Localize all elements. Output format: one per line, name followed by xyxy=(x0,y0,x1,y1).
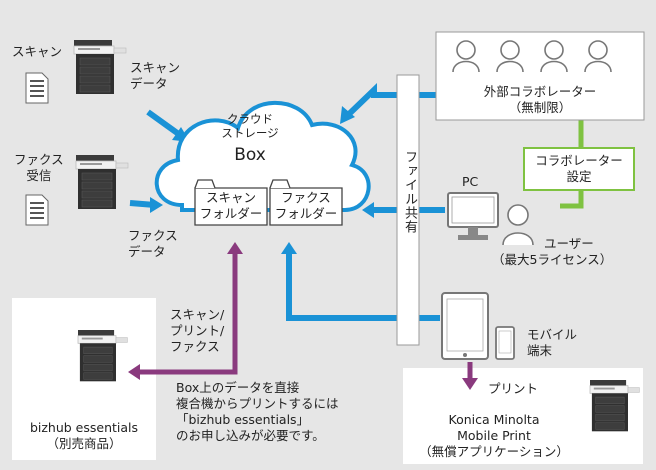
fax-folder-line2: フォルダー xyxy=(274,206,338,221)
bizhub-note: Box上のデータを直接 複合機からプリントするには 「bizhub essent… xyxy=(176,380,339,444)
person-icon xyxy=(584,40,612,73)
blue-arrows xyxy=(129,82,445,321)
scan-data-line1: スキャン xyxy=(130,60,181,75)
scan-folder-label: スキャン フォルダー xyxy=(195,190,267,222)
scan-data-label: スキャン データ xyxy=(130,60,180,92)
file-share-bar xyxy=(396,74,420,346)
scan-print-fax-label: スキャン/ プリント/ ファクス xyxy=(170,307,224,355)
note-line1: Box上のデータを直接 xyxy=(176,380,300,395)
collab-line1: 外部コラボレーター xyxy=(483,84,597,99)
tablet-icon xyxy=(441,292,489,360)
pc-icon xyxy=(447,192,499,240)
print-label: プリント xyxy=(488,381,539,396)
bizhub-line1: bizhub essentials xyxy=(29,420,139,435)
kmp-line3: （無償アプリケーション） xyxy=(419,444,569,459)
file-share-label: ファイル共有 xyxy=(402,150,417,234)
cloud-line2: ストレージ xyxy=(221,126,279,140)
cloud-line1: クラウド xyxy=(227,112,273,126)
person-icon xyxy=(502,204,534,246)
person-icon xyxy=(496,40,524,73)
bizhub-label: bizhub essentials （別売商品） xyxy=(12,420,156,452)
printer-icon xyxy=(589,379,640,432)
fax-data-line2: データ xyxy=(128,244,166,259)
user-label-line1: ユーザー xyxy=(544,236,594,251)
fax-recv-line2: 受信 xyxy=(26,168,52,183)
person-icon xyxy=(540,40,568,73)
folder-icon xyxy=(269,179,343,226)
smartphone-icon xyxy=(495,326,515,360)
scan-folder-line2: フォルダー xyxy=(199,206,263,221)
collaborator-label: 外部コラボレーター （無制限） xyxy=(446,84,634,116)
scan-data-line2: データ xyxy=(130,76,168,91)
mobile-print-label: Konica Minolta Mobile Print （無償アプリケーション） xyxy=(404,412,584,460)
mobile-line2: 端末 xyxy=(527,343,553,358)
collab-setting-box xyxy=(523,147,635,191)
spf-line2: プリント/ xyxy=(170,323,225,338)
cloud-storage-label: クラウド ストレージ xyxy=(210,112,290,140)
printer-icon xyxy=(73,39,127,95)
pc-label: PC xyxy=(462,174,479,189)
box-label: Box xyxy=(234,145,266,165)
fax-data-label: ファクス データ xyxy=(128,228,178,260)
scan-label: スキャン xyxy=(12,44,63,59)
fax-folder-label: ファクス フォルダー xyxy=(270,190,342,222)
user-label-line2: （最大5ライセンス） xyxy=(492,252,613,267)
printer-icon xyxy=(75,154,129,210)
mobile-line1: モバイル xyxy=(527,327,578,342)
collab-setting-label: コラボレーター 設定 xyxy=(524,153,634,185)
scan-folder-line1: スキャン xyxy=(205,190,256,205)
fax-recv-line1: ファクス xyxy=(14,152,64,167)
collab-line2: （無制限） xyxy=(508,100,572,115)
note-line4: のお申し込みが必要です。 xyxy=(176,428,325,443)
bizhub-line2: （別売商品） xyxy=(46,436,122,451)
person-icon xyxy=(452,40,480,73)
printer-icon xyxy=(77,329,128,382)
note-line2: 複合機からプリントするには xyxy=(176,396,339,411)
fax-data-line1: ファクス xyxy=(128,228,178,243)
kmp-line2: Mobile Print xyxy=(457,428,531,443)
folder-icon xyxy=(194,179,268,226)
document-icon xyxy=(25,194,49,226)
spf-line3: ファクス xyxy=(170,339,220,354)
fax-receive-label: ファクス 受信 xyxy=(14,152,64,184)
document-icon xyxy=(25,72,49,104)
mobile-label: モバイル 端末 xyxy=(527,327,577,359)
fax-folder-line1: ファクス xyxy=(281,190,331,205)
kmp-line1: Konica Minolta xyxy=(448,412,540,427)
spf-line1: スキャン/ xyxy=(170,307,225,322)
collab-setting-line2: 設定 xyxy=(566,169,592,184)
collab-setting-line1: コラボレーター xyxy=(535,153,623,168)
note-line3: 「bizhub essentials」 xyxy=(176,412,310,427)
